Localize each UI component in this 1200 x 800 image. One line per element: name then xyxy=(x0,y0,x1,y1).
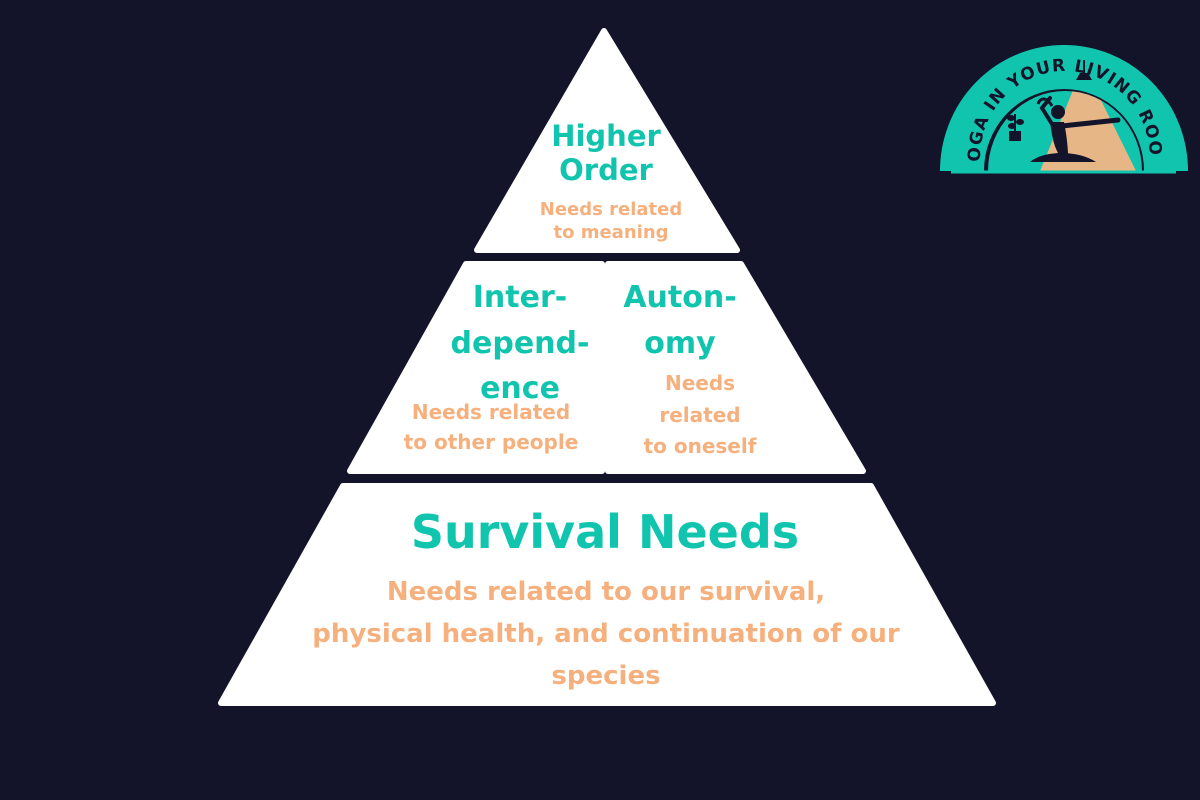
title-line: Inter- xyxy=(472,280,568,315)
tier-higher-order-title: Higher Order xyxy=(523,119,689,187)
description-line: species xyxy=(551,661,661,692)
title-line: Auton- xyxy=(623,280,737,315)
description-line: Needs related to our survival, xyxy=(386,577,826,607)
description-line: Needs related xyxy=(539,199,683,220)
tier-higher-order-description: Needs related to meaning xyxy=(521,198,701,244)
tier-interdependence-title: Inter- depend- ence xyxy=(425,275,615,412)
title-line: depend- xyxy=(450,325,590,361)
description-line: physical health, and continuation of our xyxy=(312,619,900,650)
title-line: Order xyxy=(559,153,653,188)
title-line: Higher xyxy=(551,119,661,153)
description-line: to oneself xyxy=(643,434,757,459)
tier-autonomy-title: Auton- omy xyxy=(600,275,760,366)
description-line: to other people xyxy=(403,430,579,454)
tier-survival-shape xyxy=(218,483,996,706)
description-line: Needs xyxy=(664,371,736,395)
description-line: related xyxy=(659,402,741,427)
tier-survival-description: Needs related to our survival, physical … xyxy=(236,571,976,697)
tier-autonomy-description: Needs related to oneself xyxy=(618,368,782,463)
tier-higher-order-shape xyxy=(474,28,740,253)
tier-survival-title: Survival Needs xyxy=(410,505,800,559)
tier-autonomy-shape xyxy=(605,261,866,474)
title-line: ence xyxy=(480,371,560,407)
description-line: to meaning xyxy=(553,222,669,244)
title-line: omy xyxy=(644,325,716,361)
plant-icon xyxy=(1007,114,1024,141)
tier-interdependence-shape xyxy=(347,261,605,474)
tier-interdependence-description: Needs related to other people xyxy=(384,397,598,457)
yoga-figure-icon xyxy=(1030,96,1121,162)
description-line: Needs related xyxy=(411,400,571,424)
